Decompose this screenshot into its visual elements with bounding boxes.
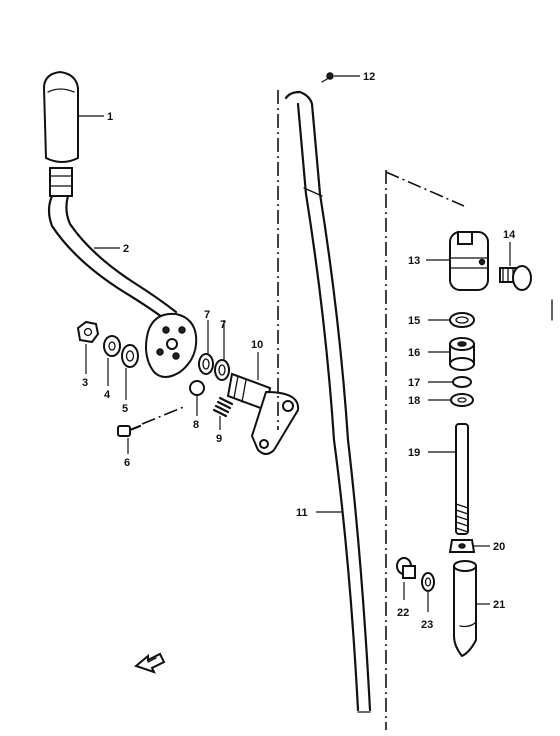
part-8-ball (189, 380, 205, 396)
callout-12: 12 (363, 71, 375, 83)
callout-11: 11 (296, 507, 308, 519)
part-3-nut (76, 320, 100, 344)
leader-lines (78, 75, 511, 612)
part-5-washer (121, 344, 139, 368)
part-16-bushing (449, 337, 475, 371)
callout-18: 18 (408, 395, 420, 407)
part-2-shift-lever (47, 167, 178, 322)
callout-8: 8 (193, 419, 199, 431)
part-18-washer (450, 393, 474, 407)
part-11-shift-rod (284, 90, 372, 713)
callout-10: 10 (251, 339, 263, 351)
part-20-nut (448, 539, 476, 553)
callout-labels: 1 2 3 4 5 6 7 7 8 9 10 11 12 13 14 15 16… (82, 71, 516, 631)
lever-plate (145, 312, 198, 378)
callout-22: 22 (397, 607, 409, 619)
part-4-washer (103, 335, 121, 357)
part-12-clip (321, 72, 334, 83)
callout-7a: 7 (204, 309, 210, 321)
part-10-shift-shaft (226, 372, 300, 455)
callout-4: 4 (104, 389, 111, 401)
part-19-stud (455, 423, 469, 535)
callout-6: 6 (124, 457, 130, 469)
callout-1: 1 (107, 111, 113, 123)
callout-7b: 7 (220, 319, 226, 331)
callout-19: 19 (408, 447, 420, 459)
part-22-bolt (396, 557, 416, 579)
callout-20: 20 (493, 541, 505, 553)
part-7-o-rings (198, 353, 230, 381)
front-direction-arrow-icon (133, 652, 166, 674)
callout-16: 16 (408, 347, 420, 359)
part-23-washer (421, 572, 435, 592)
callout-2: 2 (123, 243, 129, 255)
part-17-washer (452, 376, 472, 388)
callout-13: 13 (408, 255, 420, 267)
callout-21: 21 (493, 599, 505, 611)
callout-5: 5 (122, 403, 128, 415)
callout-9: 9 (216, 433, 222, 445)
part-1-knob (42, 70, 79, 163)
callout-15: 15 (408, 315, 420, 327)
part-14-bolt (499, 265, 532, 291)
part-9-spring (212, 396, 234, 418)
part-15-washer (449, 312, 475, 328)
callout-17: 17 (408, 377, 420, 389)
callout-3: 3 (82, 377, 88, 389)
part-13-joint (449, 231, 489, 291)
guide-line-bracket (385, 171, 465, 207)
callout-14: 14 (503, 229, 516, 241)
callout-23: 23 (421, 619, 433, 631)
part-6-bolt (117, 405, 187, 437)
part-21-rod-end (453, 560, 477, 658)
